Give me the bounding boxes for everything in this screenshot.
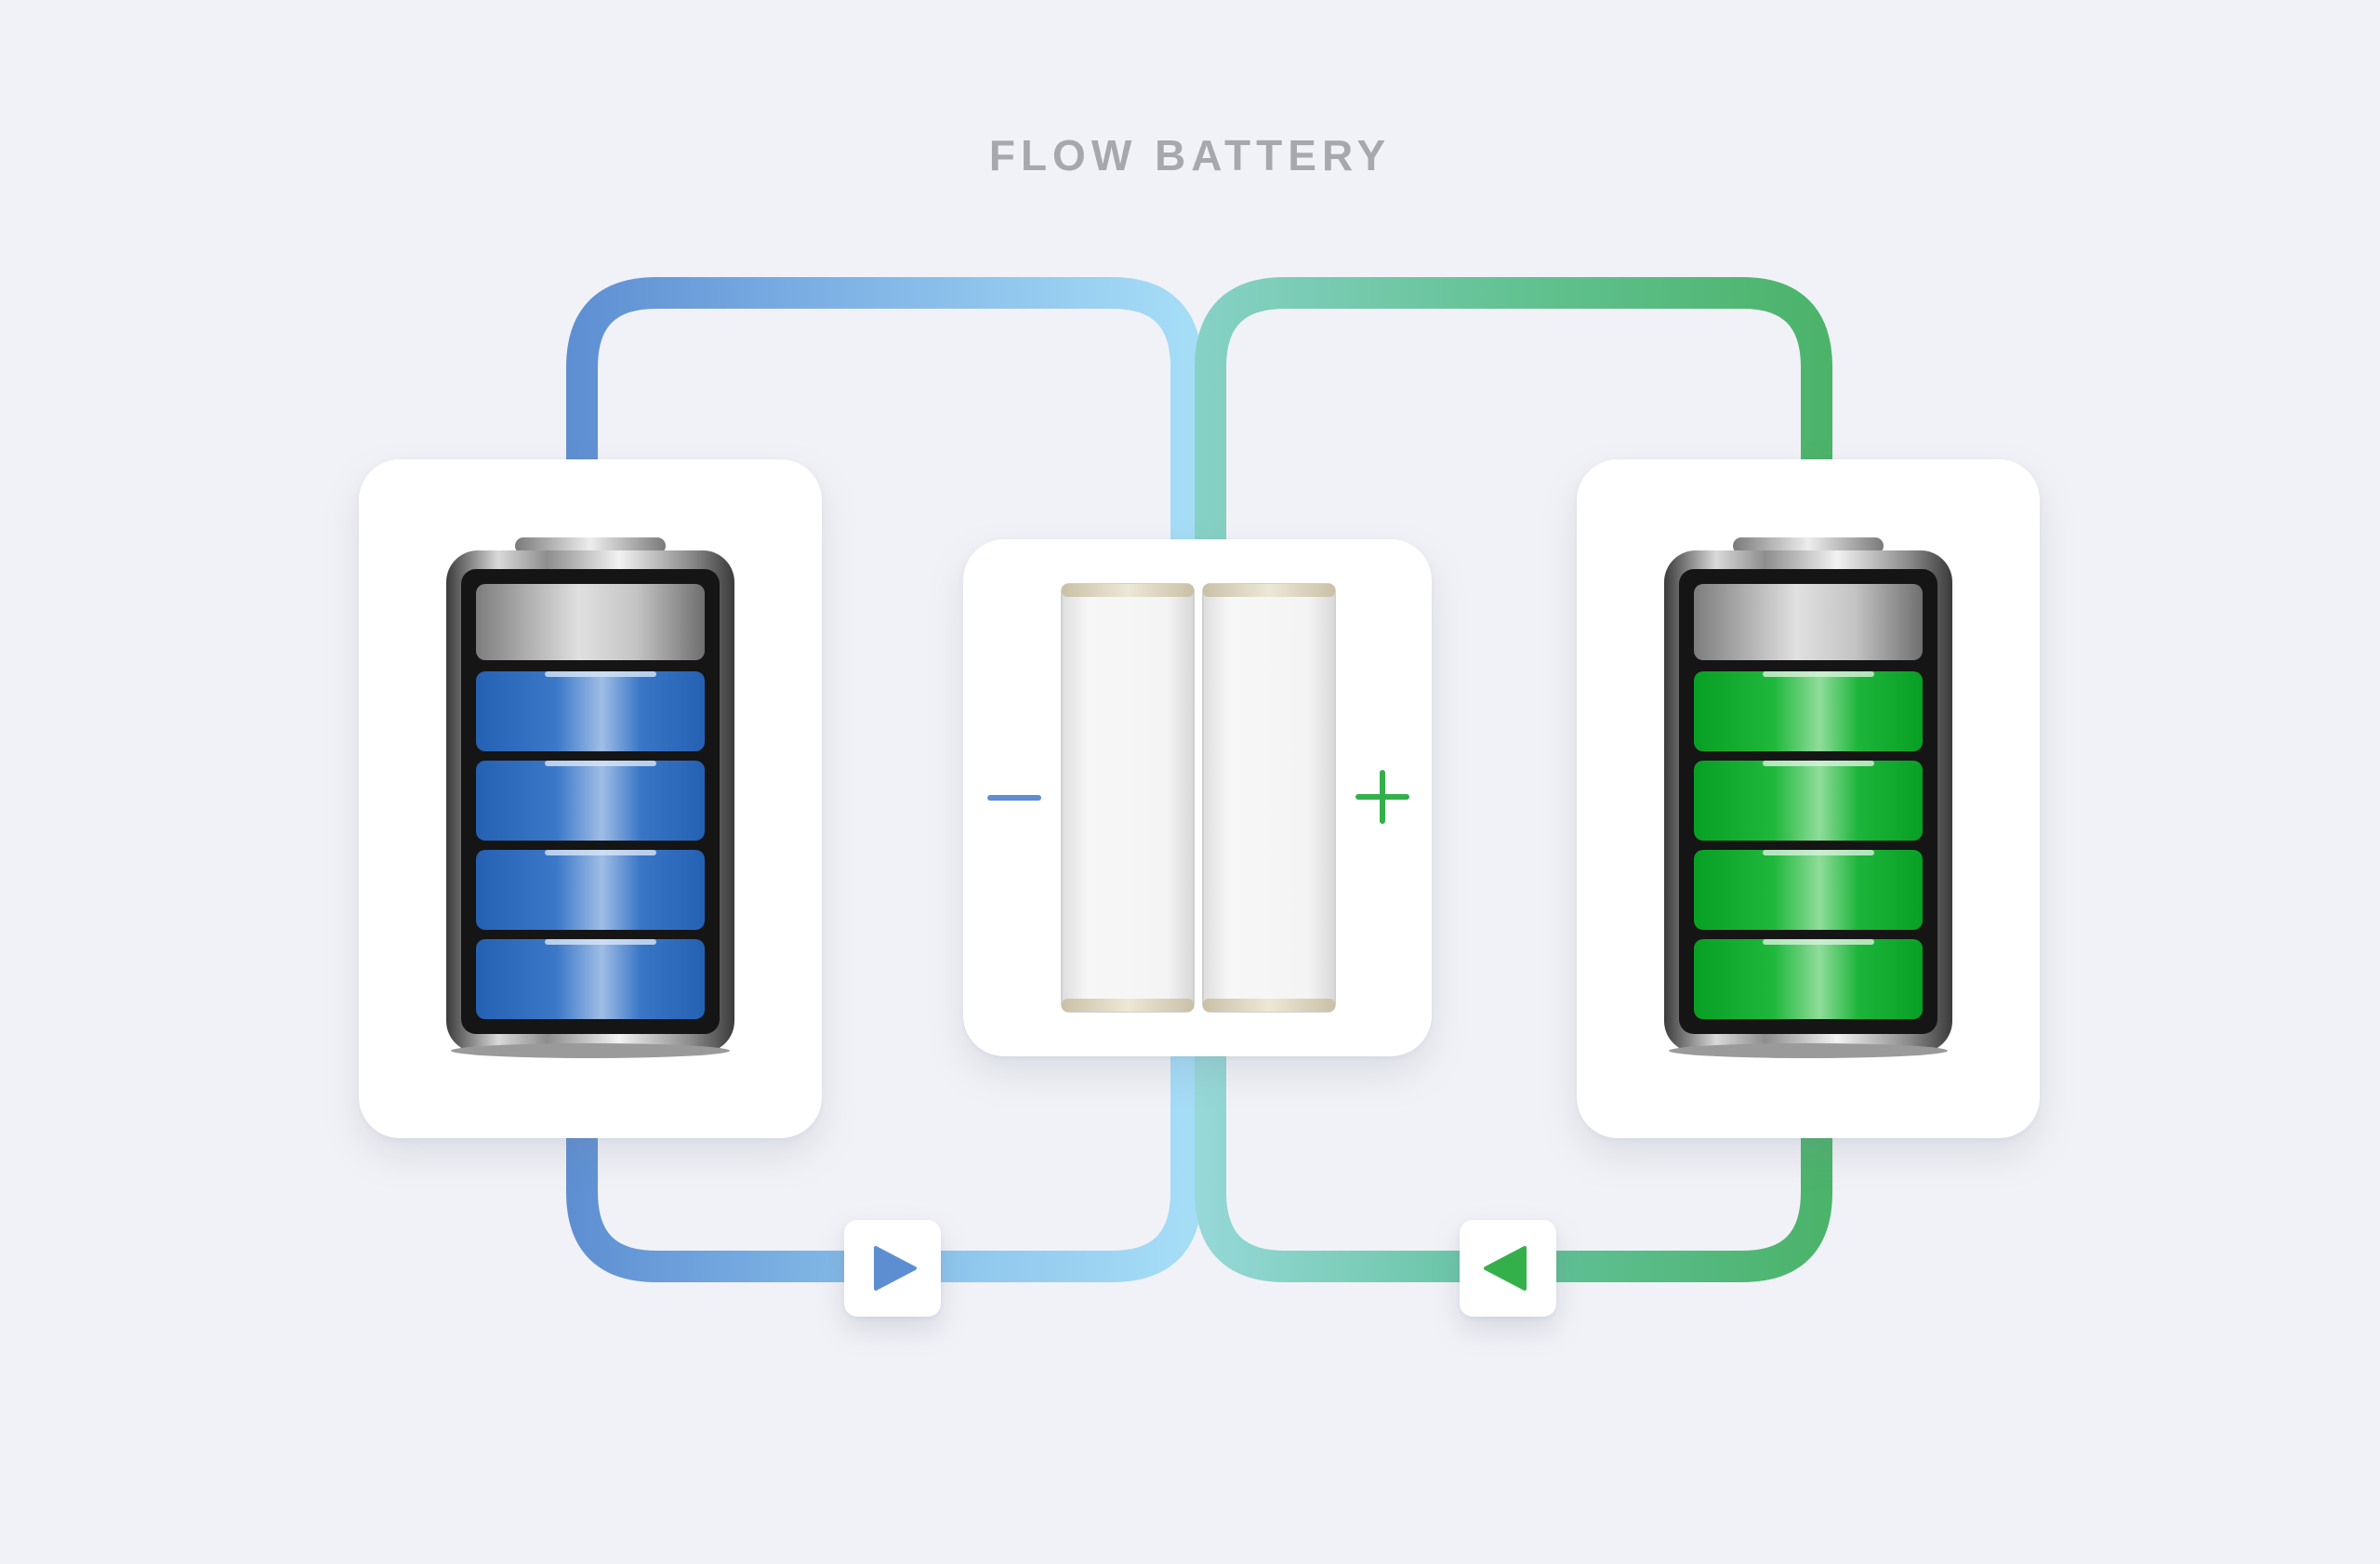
cell-stack-card — [963, 539, 1432, 1056]
left-pump — [844, 1220, 941, 1317]
pipe-right-top — [1195, 277, 1832, 558]
green-battery-icon — [1664, 537, 1952, 1058]
right-tank-card — [1577, 459, 2040, 1138]
blue-battery-icon — [446, 537, 734, 1058]
cell-membranes — [987, 583, 1409, 1013]
play-left-icon — [1484, 1246, 1527, 1291]
right-pump — [1460, 1220, 1556, 1317]
diagram-title: FLOW BATTERY — [988, 131, 1392, 179]
play-right-icon — [874, 1246, 917, 1291]
left-tank-card — [359, 459, 822, 1138]
plus-icon — [1355, 770, 1409, 824]
minus-icon — [987, 795, 1041, 801]
pipe-left-top — [566, 277, 1202, 558]
